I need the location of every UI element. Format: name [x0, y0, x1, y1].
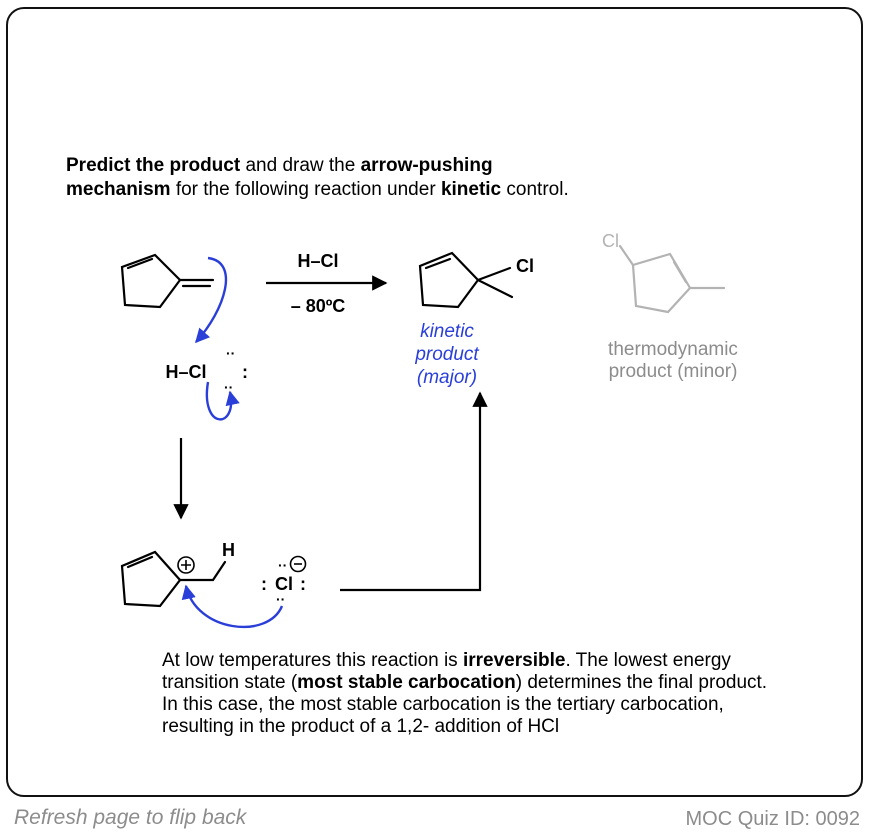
bond-to-cl-arrow: [205, 381, 240, 421]
carbocation: [120, 550, 227, 608]
hcl-reactant-label: H–Cl: [165, 362, 206, 382]
chloride-lone-left: :: [261, 574, 267, 594]
flip-back-link[interactable]: Refresh page to flip back: [14, 806, 247, 829]
quiz-card: [6, 7, 863, 797]
explanation-text: At low temperatures this reaction is irr…: [162, 650, 768, 737]
kinetic-cl: Cl: [516, 256, 534, 276]
kinetic-label: kinetic product (major): [414, 321, 479, 388]
pi-bond-attack-arrow: [195, 256, 228, 344]
quiz-id: MOC Quiz ID: 0092: [685, 808, 860, 830]
lone-pair-bottom: ··: [224, 379, 233, 395]
chloride-attack-arrow: [181, 584, 284, 629]
kinetic-label-line1: kinetic: [420, 321, 474, 342]
carbocation-h: H: [222, 540, 235, 560]
chloride-lone-right: :: [300, 574, 306, 594]
lone-pair-right: :: [242, 362, 248, 382]
kinetic-product: [418, 251, 514, 309]
chloride-lone-top: ··: [278, 557, 287, 573]
hcl-reactant: H–Cl ·· : ··: [165, 345, 248, 395]
methylenecyclopentene: [120, 253, 215, 309]
thermo-label-line1: thermodynamic: [608, 339, 738, 360]
kinetic-label-line3: (major): [417, 367, 477, 388]
minus-charge-icon: [289, 555, 307, 573]
question-text: Predict the product and draw the arrow-p…: [66, 155, 569, 200]
chloride-lone-bottom: ··: [276, 591, 285, 607]
thermodynamic-product: [618, 244, 726, 314]
lone-pair-top: ··: [226, 345, 235, 361]
kinetic-label-line2: product: [414, 344, 479, 365]
plus-charge-icon: [177, 556, 195, 574]
chloride-label: Cl: [275, 574, 293, 594]
thermo-cl: Cl: [602, 231, 619, 251]
thermo-label-line2: product (minor): [609, 361, 738, 382]
chloride-anion: Cl ·· : : ··: [261, 555, 307, 607]
to-product-arrow: [340, 391, 488, 592]
thermo-label: thermodynamic product (minor): [608, 339, 738, 382]
reagent-hcl: H–Cl: [297, 251, 338, 271]
reagent-temperature: – 80ºC: [291, 296, 346, 316]
